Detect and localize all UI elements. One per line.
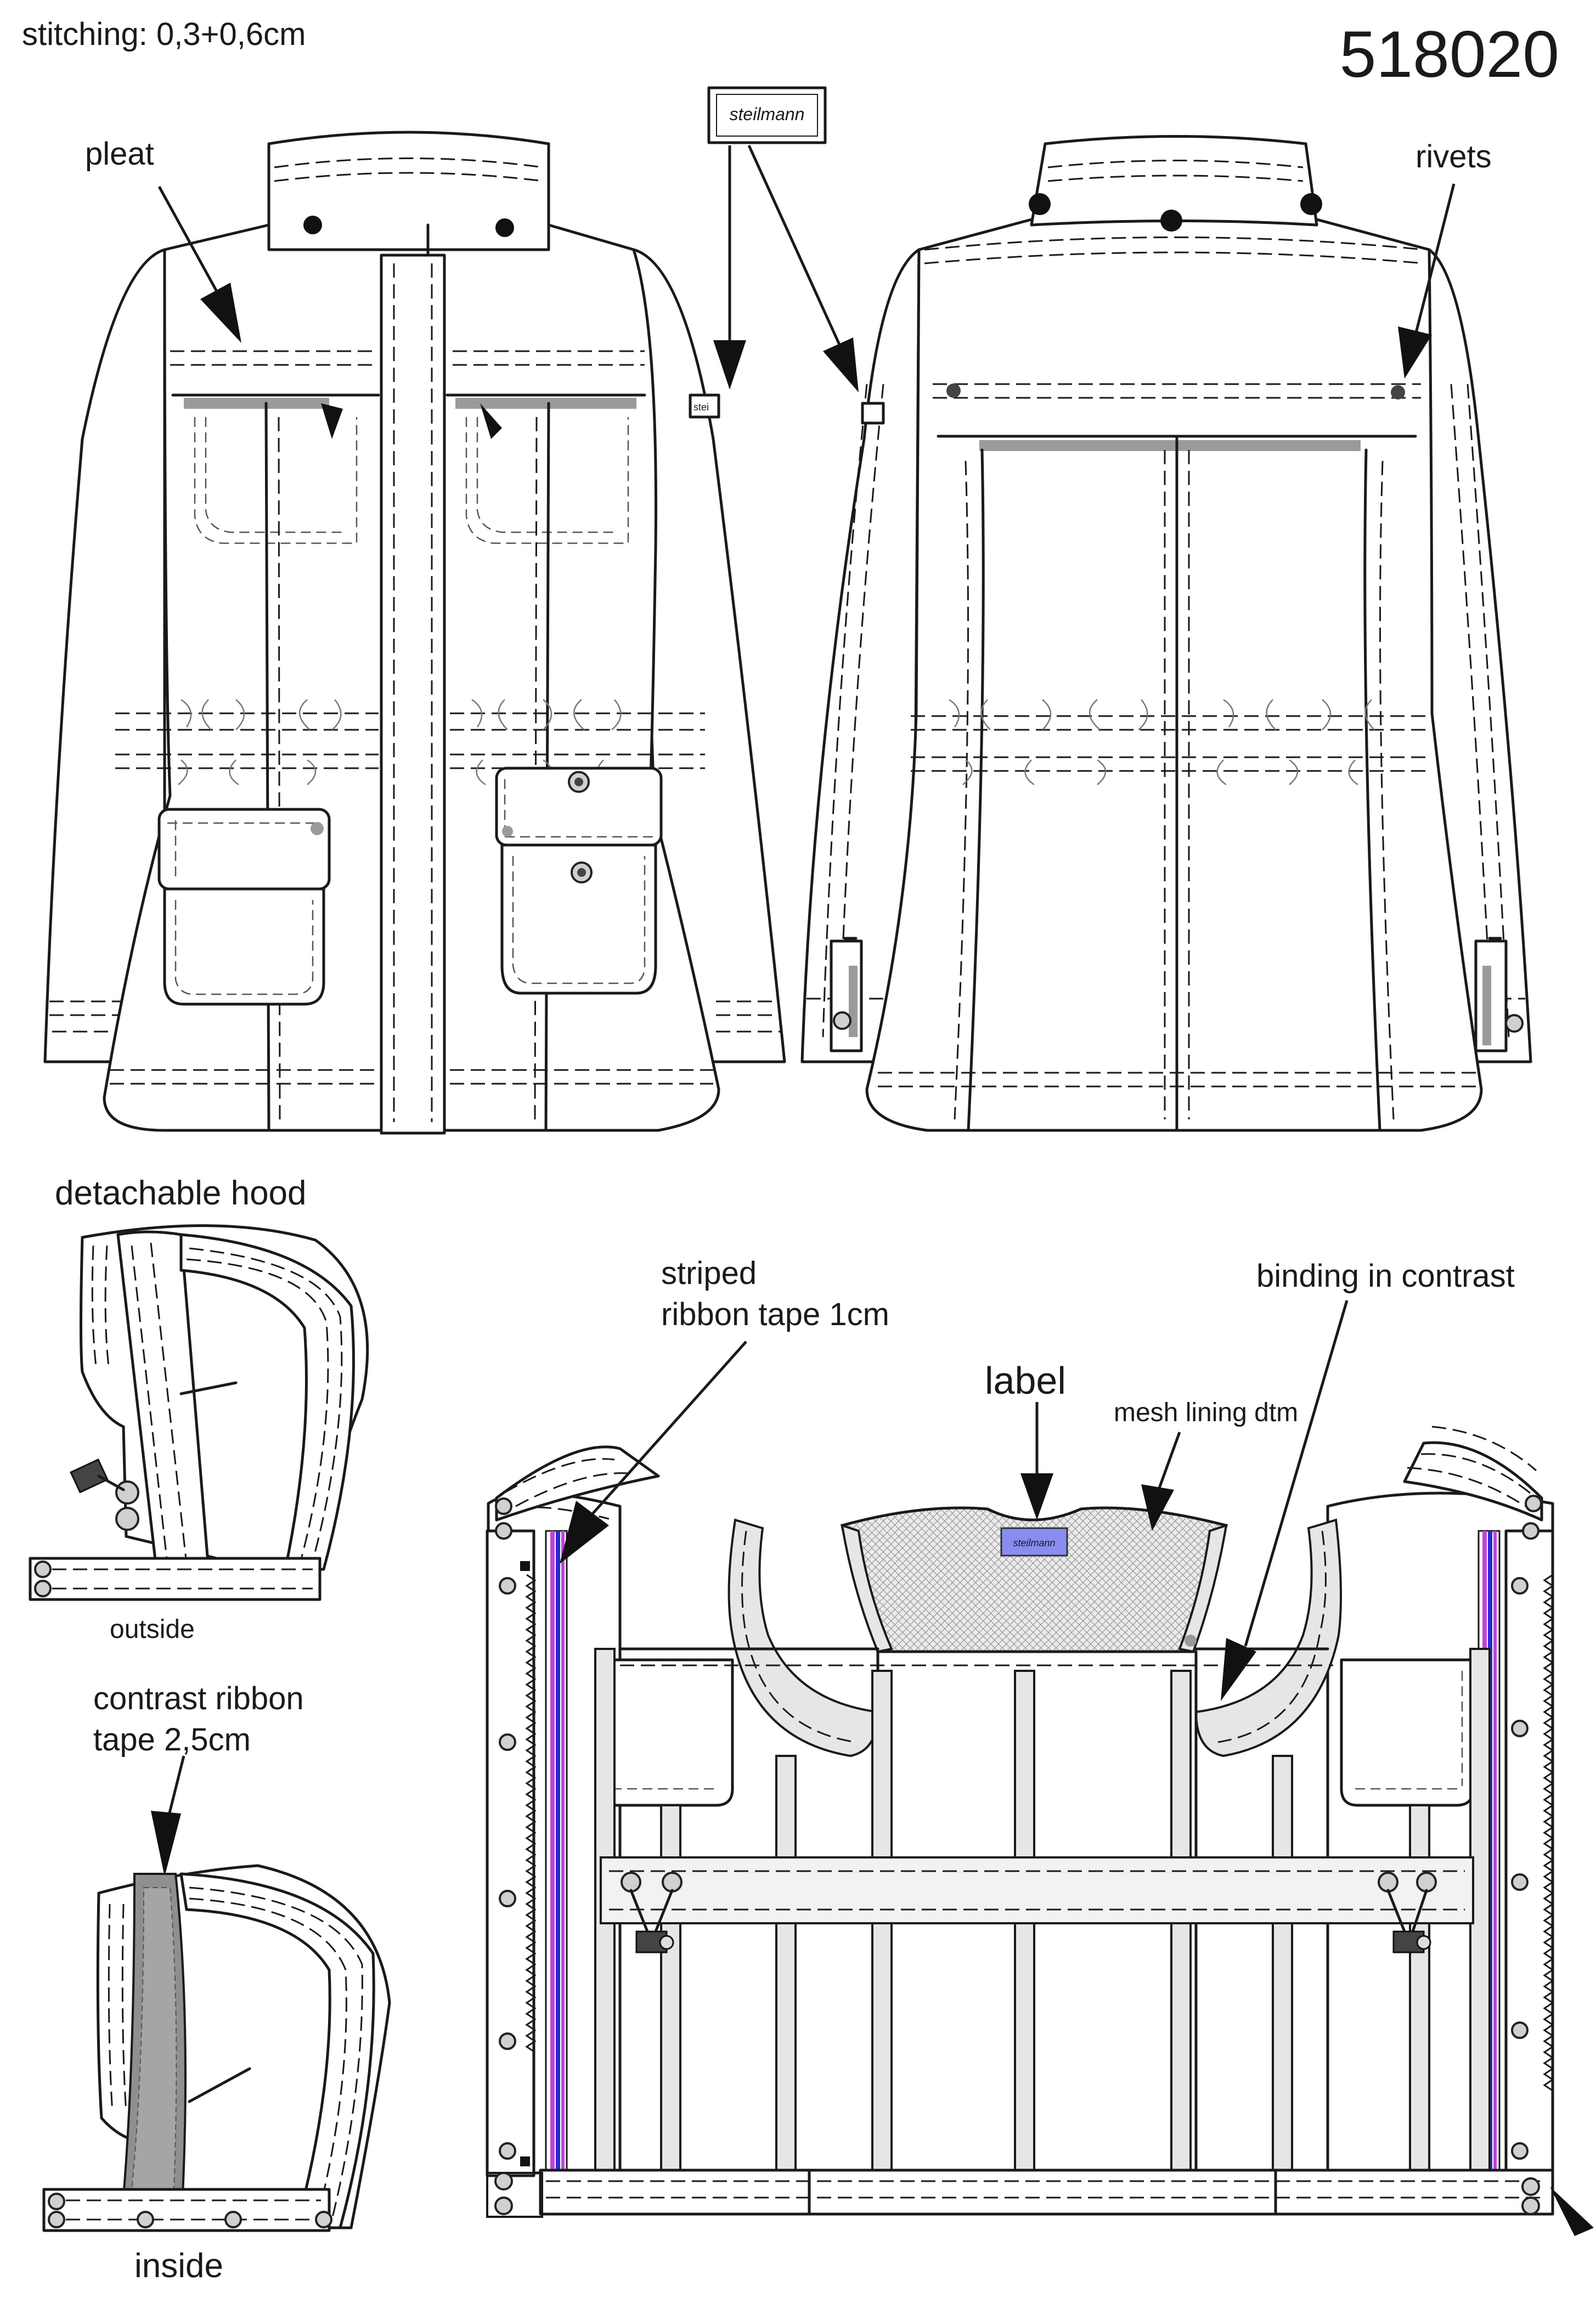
- ribbon-note-line1: contrast ribbon: [93, 1681, 304, 1716]
- hood-outside: detachable hood outside: [29, 1174, 369, 1644]
- inside-view: striped ribbon tape 1cm label mesh linin…: [486, 1255, 1594, 2236]
- front-view: stei pleat: [43, 131, 786, 1135]
- back-right-sleeve: [1428, 248, 1532, 1063]
- front-left-sleeve: [43, 248, 166, 1063]
- inside-left-placket: [486, 1529, 535, 2177]
- front-sleeve-brand-tag: [689, 393, 720, 419]
- right-armhole-binding: [1194, 1518, 1342, 1758]
- inside-brand-label-text: steilmann: [1013, 1538, 1055, 1548]
- hood-inside: contrast ribbon tape 2,5cm inside: [42, 1681, 391, 2285]
- binding-annotation: binding in contrast: [1256, 1258, 1515, 1294]
- collar-snap-right: [495, 218, 514, 237]
- back-collar: [1030, 135, 1318, 227]
- stitching-note: stitching: 0,3+0,6cm: [22, 16, 306, 52]
- brand-label-callout: steilmann: [707, 86, 859, 392]
- front-right-sleeve: [632, 248, 786, 1063]
- style-number: 518020: [1340, 18, 1559, 91]
- front-left-pocket: [163, 887, 325, 1006]
- ribbon-note-line2: tape 2,5cm: [93, 1722, 251, 1758]
- brand-label-box: [707, 86, 827, 144]
- front-left-pocket-flap: [157, 808, 331, 891]
- striped-ribbon-line2: ribbon tape 1cm: [661, 1297, 889, 1332]
- hood-title: detachable hood: [55, 1174, 307, 1212]
- pleat-label: pleat: [85, 136, 154, 172]
- hood-outside-band: [29, 1557, 322, 1601]
- back-waist-gathers: [949, 699, 1375, 786]
- right-toggle: [1378, 1872, 1437, 1953]
- inside-label-annotation: label: [985, 1359, 1066, 1402]
- front-collar: [267, 131, 550, 251]
- left-toggle: [621, 1872, 683, 1953]
- back-sleeve-brand-tag: [861, 402, 885, 425]
- front-sleeve-tag-text: stei: [693, 402, 709, 413]
- rivets-label: rivets: [1415, 139, 1492, 174]
- inside-brand-label: [1000, 1527, 1068, 1557]
- back-collar-rivet-center: [1160, 210, 1182, 232]
- front-placket: [380, 254, 446, 1135]
- back-collar-rivet-left: [1029, 193, 1051, 215]
- hood-outside-caption: outside: [110, 1615, 195, 1644]
- inside-hem-band: [539, 2169, 1554, 2216]
- hood-inside-band: [42, 2188, 331, 2232]
- mesh-lining-annotation: mesh lining dtm: [1114, 1398, 1298, 1427]
- front-right-pocket: [500, 843, 657, 995]
- hood-inside-caption: inside: [134, 2247, 223, 2285]
- back-collar-rivet-right: [1300, 193, 1322, 215]
- back-body: [865, 218, 1483, 1132]
- back-view: rivets: [800, 135, 1532, 1132]
- inside-waist-tape: [600, 1856, 1474, 1924]
- left-armhole-binding: [727, 1518, 879, 1758]
- brand-label-text: steilmann: [730, 104, 805, 124]
- collar-snap-left: [303, 216, 322, 234]
- striped-ribbon-line1: striped: [661, 1255, 757, 1291]
- front-waist-gathers: [178, 699, 622, 786]
